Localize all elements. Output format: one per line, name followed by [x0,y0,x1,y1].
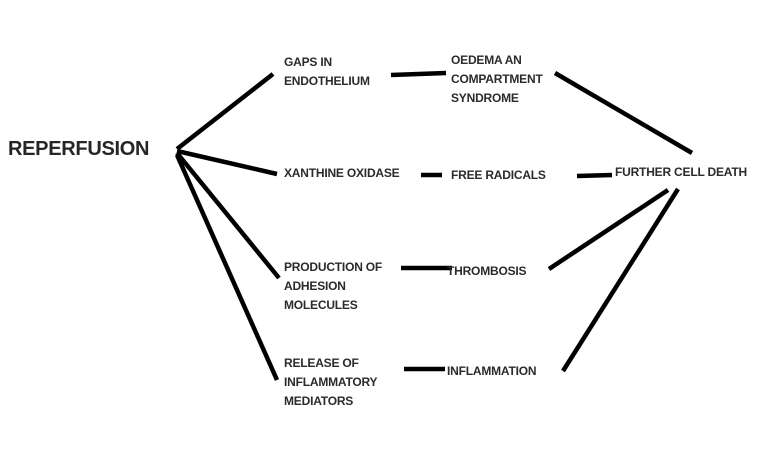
node-xanthine-oxidase: XANTHINE OXIDASE [284,166,400,180]
edge-thrombosis-furtherdeath [547,188,670,271]
edge-reperfusion-gaps [175,72,275,151]
edge-inflammation-furtherdeath [561,187,680,373]
edge-reperfusion-adhesion [175,151,281,280]
edge-gaps-oedema [390,70,447,78]
edge-oedema-furtherdeath [553,71,694,155]
node-thrombosis: THROMBOSIS [447,264,527,278]
edge-reperfusion-xanthine [176,148,278,177]
node-production-of-adhesion-molecules: PRODUCTION OF ADHESION MOLECULES [284,260,383,312]
node-reperfusion: REPERFUSION [8,138,150,160]
node-free-radicals: FREE RADICALS [451,168,546,182]
edge-reperfusion-release [174,154,280,381]
node-further-cell-death: FURTHER CELL DEATH [615,165,747,179]
node-oedema-compartment-syndrome: OEDEMA AN COMPARTMENT SYNDROME [451,53,543,105]
node-gaps-in-endothelium: GAPS IN ENDOTHELIUM [284,55,370,88]
edge-freeradicals-furtherdeath [576,172,613,179]
node-release-of-inflammatory-mediators: RELEASE OF INFLAMMATORY MEDIATORS [284,356,378,408]
node-inflammation: INFLAMMATION [447,364,537,378]
